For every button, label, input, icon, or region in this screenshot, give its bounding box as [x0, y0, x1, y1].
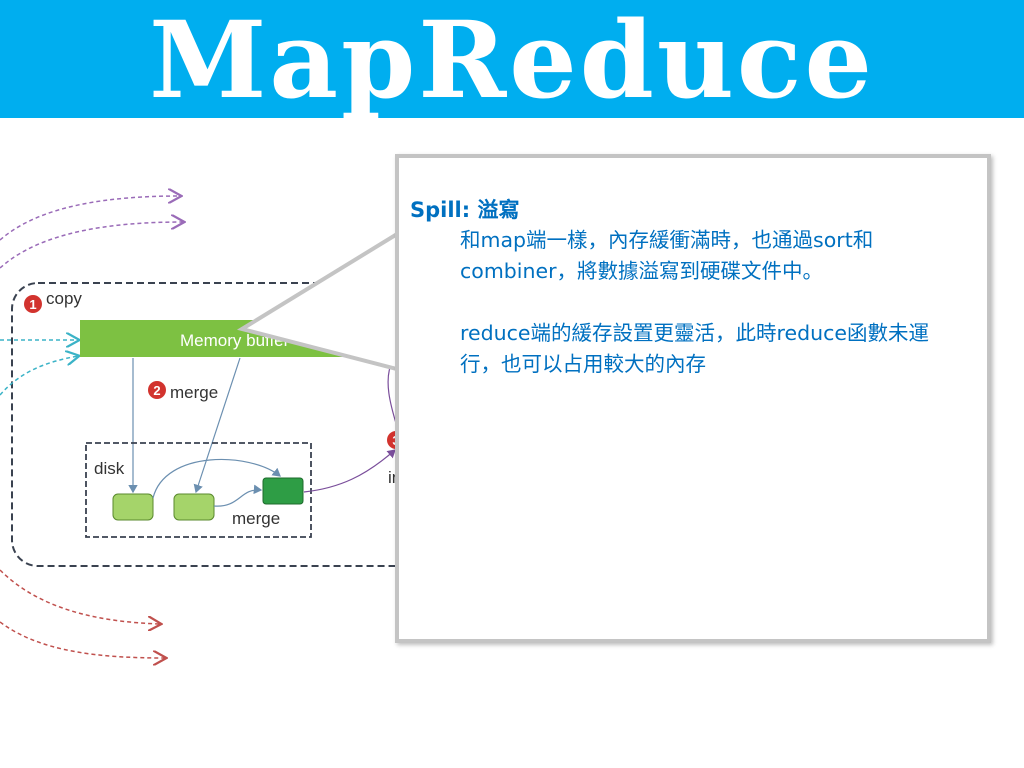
copy-label: copy: [46, 289, 82, 308]
spill-arrow-2: [193, 357, 241, 494]
callout-content: Spill: 溢寫 和map端一樣，內存緩衝滿時，也通過sort和combine…: [410, 195, 980, 380]
step-1-number: 1: [29, 297, 36, 312]
merge-label-1: merge: [170, 383, 218, 402]
callout-paragraph-2: reduce端的緩存設置更靈活，此時reduce函數未運行，也可以占用較大的內存: [460, 321, 929, 376]
callout-spacer: [410, 287, 980, 318]
outgoing-arrow-red-2: [0, 621, 165, 658]
step-2-number: 2: [153, 383, 160, 398]
incoming-arrow-purple-1: [0, 196, 180, 241]
disk-box: [85, 442, 312, 538]
disk-merge-arrow-1: [152, 458, 281, 499]
disk-label: disk: [94, 459, 125, 478]
merged-file-block: [262, 477, 304, 505]
merge-label-2: merge: [232, 509, 280, 528]
reduce-task-container: [11, 282, 423, 567]
title-bar: MapReduce: [0, 0, 1024, 118]
callout-heading: Spill: 溢寫: [410, 198, 520, 222]
callout-box: [395, 154, 991, 643]
disk-merge-arrow-2: [213, 484, 263, 507]
step-2-badge: [148, 381, 166, 399]
incoming-arrow-purple-2: [0, 222, 183, 269]
disk-file-block-1: [112, 493, 154, 521]
input-arrow: [303, 449, 396, 493]
step-1-badge: [24, 295, 42, 313]
reduce-side-diagram: 1 copy Memory buffer 2 merge disk merge …: [0, 118, 423, 768]
incoming-arrow-cyan-2: [0, 356, 78, 396]
page-title: MapReduce: [149, 0, 875, 122]
callout-paragraph-1: 和map端一樣，內存緩衝滿時，也通過sort和combiner，將數據溢寫到硬碟…: [460, 228, 874, 283]
disk-file-block-2: [173, 493, 215, 521]
outgoing-arrow-red-1: [0, 569, 160, 624]
